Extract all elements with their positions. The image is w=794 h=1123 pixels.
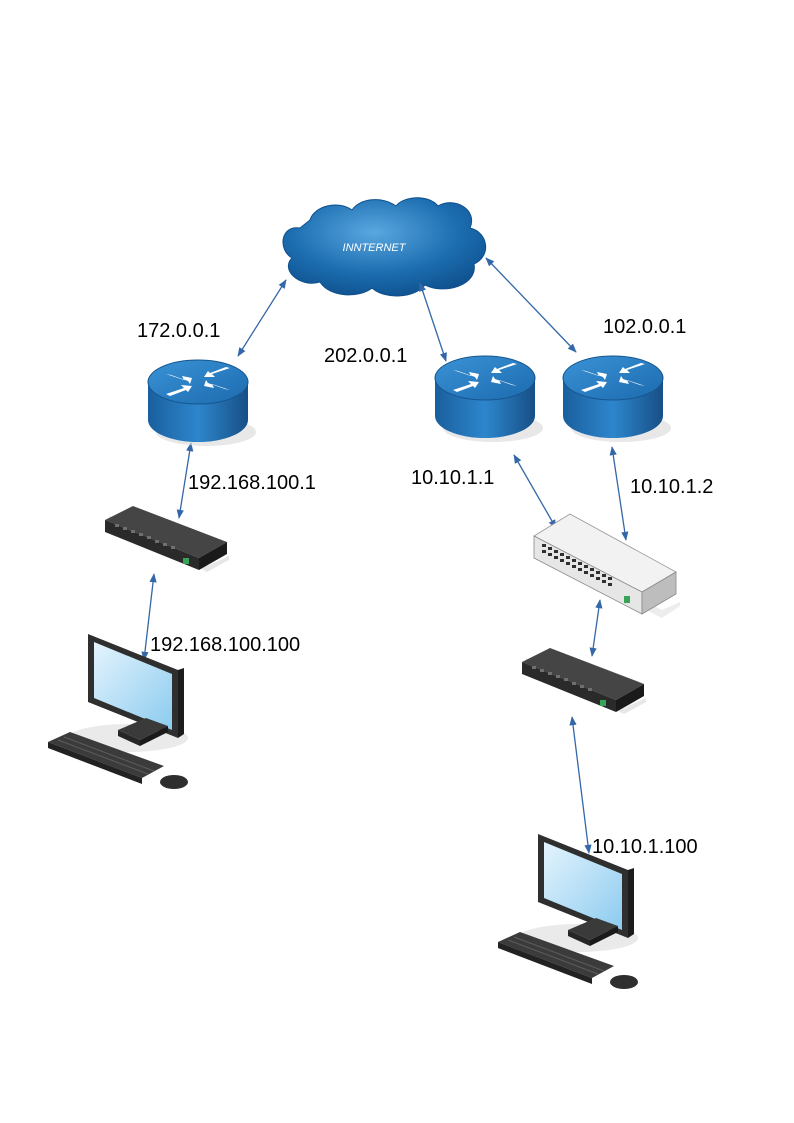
router-right-wan-ip: 102.0.0.1 xyxy=(603,316,686,338)
link-switch-pc-left xyxy=(141,573,157,661)
link-switch-pc-right xyxy=(569,716,592,854)
link-router-left-switch xyxy=(176,442,194,519)
router-left-lan-ip: 192.168.100.1 xyxy=(188,472,316,494)
rack-switch[interactable] xyxy=(533,513,681,619)
link-router-middle-rack xyxy=(513,454,557,529)
switch-right[interactable] xyxy=(522,648,646,714)
cloud-label: INNTERNET xyxy=(343,242,407,254)
pc-left-ip: 192.168.100.100 xyxy=(150,634,300,656)
link-router-right-rack xyxy=(609,446,629,541)
router-middle[interactable] xyxy=(434,355,544,443)
internet-cloud: INNTERNET xyxy=(282,197,486,297)
router-right-lan-ip: 10.10.1.2 xyxy=(630,476,713,498)
link-cloud-router-middle xyxy=(419,282,447,362)
link-rack-switch xyxy=(589,599,603,657)
router-middle-lan-ip: 10.10.1.1 xyxy=(411,467,494,489)
workstation-left[interactable] xyxy=(47,633,189,790)
router-right[interactable] xyxy=(562,355,672,443)
router-left[interactable] xyxy=(147,359,257,447)
router-left-wan-ip: 172.0.0.1 xyxy=(137,320,220,342)
switch-left[interactable] xyxy=(105,506,229,572)
router-middle-wan-ip: 202.0.0.1 xyxy=(324,345,407,367)
pc-right-ip: 10.10.1.100 xyxy=(592,836,698,858)
links xyxy=(141,257,629,854)
link-cloud-router-right xyxy=(485,257,577,353)
link-cloud-router-left xyxy=(237,279,287,357)
